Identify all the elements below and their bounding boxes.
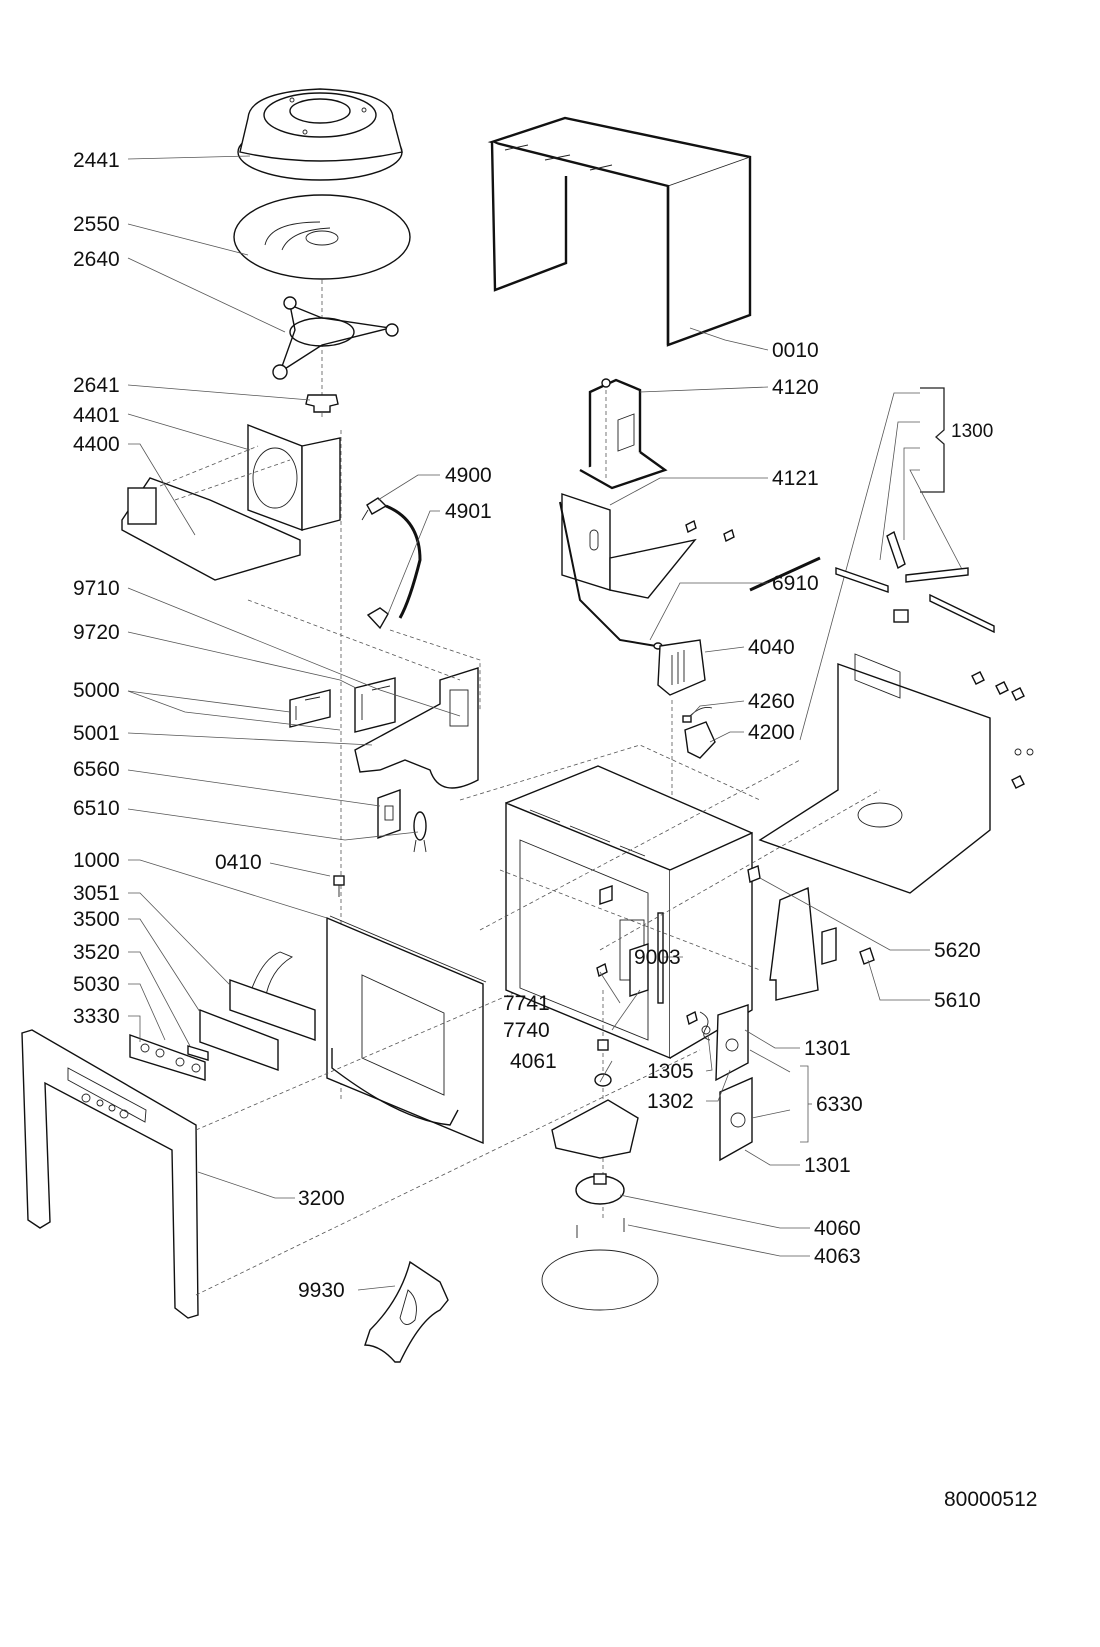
part-label: 4061 <box>510 1050 557 1073</box>
part-label: 6510 <box>73 797 120 820</box>
screw-7741-drawing <box>596 962 608 978</box>
stand-bracket-drawing <box>364 1260 449 1363</box>
side-cover-drawing <box>769 886 837 1001</box>
fan-shroud-drawing <box>247 423 341 532</box>
oven-cavity-drawing <box>505 765 753 1060</box>
screw-0410-drawing <box>333 875 345 897</box>
spring-drawing <box>699 1011 711 1041</box>
thermostat-drawing <box>859 947 875 965</box>
board-bracket-drawing <box>354 667 479 789</box>
part-label: 1300 <box>951 421 993 442</box>
display-window-drawing <box>187 1045 209 1061</box>
part-label: 9710 <box>73 577 120 600</box>
drawing-number: 80000512 <box>944 1488 1038 1511</box>
fan-motor-assembly-drawing <box>121 445 301 581</box>
hv-capacitor-drawing <box>684 721 716 759</box>
part-label: 5000 <box>73 679 120 702</box>
mounting-rails-drawing <box>749 387 995 741</box>
part-label: 1301 <box>804 1154 851 1177</box>
part-label: 4063 <box>814 1245 861 1268</box>
part-labels: 2441 2550 2640 2641 4401 4400 4900 4901 … <box>73 149 993 1302</box>
part-label: 4401 <box>73 404 120 427</box>
control-board-5000-drawing <box>289 689 331 728</box>
part-label: 5610 <box>934 989 981 1012</box>
part-label: 4120 <box>772 376 819 399</box>
turntable-motor-drawing <box>575 1173 625 1205</box>
part-label: 4200 <box>748 721 795 744</box>
part-label: 9930 <box>298 1279 345 1302</box>
rear-panel-drawing <box>758 653 1034 894</box>
part-label: 4060 <box>814 1217 861 1240</box>
part-label: 3051 <box>73 882 120 905</box>
part-label: 2641 <box>73 374 120 397</box>
interlock-bracket-upper-drawing <box>715 1004 749 1082</box>
oven-lamp-drawing <box>413 811 427 853</box>
transformer-bracket-drawing <box>561 493 735 599</box>
transformer-drawing <box>579 378 668 490</box>
part-label: 4040 <box>748 636 795 659</box>
part-label: 3330 <box>73 1005 120 1028</box>
front-frame-drawing <box>21 1029 199 1319</box>
flat-cable-drawing <box>247 951 294 1001</box>
motor-gasket-drawing <box>541 1249 659 1311</box>
motor-screw-drawing <box>576 1218 625 1238</box>
part-label: 6560 <box>73 758 120 781</box>
part-label: 5030 <box>73 973 120 996</box>
door-assembly-drawing <box>326 915 487 1145</box>
part-label: 1301 <box>804 1037 851 1060</box>
part-label: 0410 <box>215 851 262 874</box>
part-label: 1302 <box>647 1090 694 1113</box>
cavity-hinge-drawing <box>657 912 664 1004</box>
button-panel-drawing <box>129 1034 206 1081</box>
turntable-coupler-drawing <box>305 394 339 413</box>
part-label: 1305 <box>647 1060 694 1083</box>
part-label: 4260 <box>748 690 795 713</box>
part-label: 4900 <box>445 464 492 487</box>
part-label: 4901 <box>445 500 492 523</box>
roller-ring-drawing <box>272 296 399 380</box>
control-board-9720-drawing <box>354 677 396 733</box>
part-label: 7741 <box>503 992 550 1015</box>
part-label: 4400 <box>73 433 120 456</box>
hv-diode-drawing <box>682 707 713 723</box>
part-label: 4121 <box>772 467 819 490</box>
leader-lines <box>127 155 930 1291</box>
part-label: 2640 <box>73 248 120 271</box>
motor-cover-drawing <box>551 1099 639 1159</box>
part-label: 9003 <box>634 946 681 969</box>
power-cord-drawing <box>361 497 422 630</box>
glass-turntable-plate-drawing <box>233 194 411 280</box>
motor-coupling-drawing <box>594 1039 612 1087</box>
part-label: 7740 <box>503 1019 550 1042</box>
part-label: 2550 <box>73 213 120 236</box>
part-label: 9720 <box>73 621 120 644</box>
part-label: 6910 <box>772 572 819 595</box>
part-label: 0010 <box>772 339 819 362</box>
part-label: 5001 <box>73 722 120 745</box>
turntable-support-ring-drawing <box>237 88 403 181</box>
outer-cabinet-drawing <box>487 116 752 347</box>
part-label: 3500 <box>73 908 120 931</box>
interlock-bracket-lower-drawing <box>719 1076 753 1162</box>
part-label: 5620 <box>934 939 981 962</box>
part-label: 2441 <box>73 149 120 172</box>
part-label: 1000 <box>73 849 120 872</box>
magnetron-drawing <box>657 639 706 800</box>
part-label: 3200 <box>298 1187 345 1210</box>
interlock-screw-drawing <box>686 1010 698 1026</box>
waveguide-cover-drawing <box>629 943 649 997</box>
keyboard-pcb-drawing <box>199 979 316 1071</box>
part-label: 3520 <box>73 941 120 964</box>
lamp-holder-drawing <box>377 789 401 839</box>
part-label: 6330 <box>816 1093 863 1116</box>
